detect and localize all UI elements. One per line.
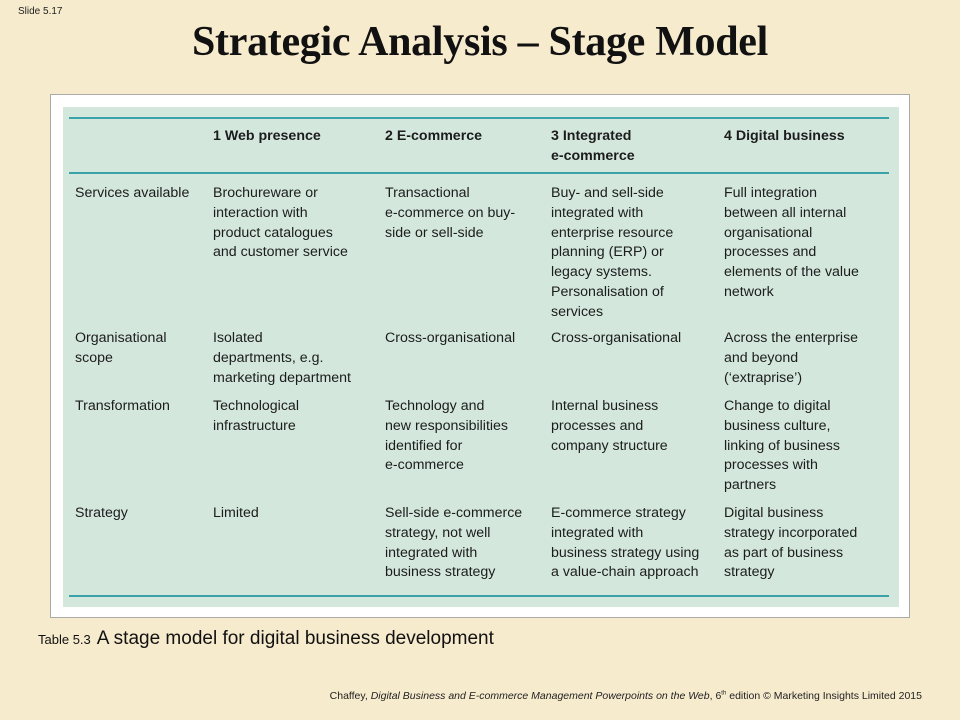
cell-scope-digital-business: Across the enterprise and beyond (‘extra… <box>724 330 859 386</box>
cell-services-web-presence: Brochureware or interaction with product… <box>213 185 348 261</box>
footer-edition-post: edition © Marketing Insights Limited 201… <box>726 690 922 702</box>
col-header-integrated-e-commerce: 3 Integrated e-commerce <box>551 128 635 164</box>
table-top-rule <box>69 117 889 119</box>
footer-edition-pre: , 6 <box>709 690 722 702</box>
footer-author: Chaffey, <box>329 690 371 702</box>
col-header-web-presence: 1 Web presence <box>213 128 321 144</box>
table-bottom-rule <box>69 595 889 597</box>
cell-strategy-web-presence: Limited <box>213 505 259 521</box>
stage-model-table: 1 Web presence 2 E-commerce 3 Integrated… <box>63 107 899 607</box>
cell-transformation-integrated: Internal business processes and company … <box>551 398 668 454</box>
caption-text: A stage model for digital business devel… <box>96 628 494 649</box>
cell-services-e-commerce: Transactional e-commerce on buy- side or… <box>385 185 516 241</box>
cell-strategy-integrated: E-commerce strategy integrated with busi… <box>551 505 700 581</box>
cell-transformation-web-presence: Technological infrastructure <box>213 398 299 434</box>
footer-edition-sup: th <box>721 690 727 697</box>
col-header-digital-business: 4 Digital business <box>724 128 845 144</box>
cell-services-digital-business: Full integration between all internal or… <box>724 185 859 300</box>
footer-book-title: Digital Business and E-commerce Manageme… <box>370 690 710 702</box>
cell-scope-integrated: Cross-organisational <box>551 330 682 346</box>
slide-title: Strategic Analysis – Stage Model <box>191 19 769 65</box>
cell-strategy-e-commerce: Sell-side e-commerce strategy, not well … <box>385 505 523 581</box>
caption-table-number: Table 5.3 <box>38 632 91 647</box>
cell-strategy-digital-business: Digital business strategy incorporated a… <box>724 505 858 581</box>
row-label-organisational-scope: Organisational scope <box>75 330 167 366</box>
table-caption: Table 5.3 A stage model for digital busin… <box>38 628 494 650</box>
row-label-strategy: Strategy <box>75 505 128 521</box>
col-header-e-commerce: 2 E-commerce <box>385 128 482 144</box>
row-label-transformation: Transformation <box>75 398 170 414</box>
cell-services-integrated: Buy- and sell-side integrated with enter… <box>551 185 674 320</box>
cell-transformation-digital-business: Change to digital business culture, link… <box>724 398 840 494</box>
cell-transformation-e-commerce: Technology and new responsibilities iden… <box>385 398 509 474</box>
slide-number: Slide 5.17 <box>18 6 63 17</box>
cell-scope-web-presence: Isolated departments, e.g. marketing dep… <box>213 330 352 386</box>
cell-scope-e-commerce: Cross-organisational <box>385 330 516 346</box>
table-header-rule <box>69 172 889 174</box>
table-frame: 1 Web presence 2 E-commerce 3 Integrated… <box>50 94 910 618</box>
row-label-services-available: Services available <box>75 185 190 201</box>
copyright-footer: Chaffey, Digital Business and E-commerce… <box>330 690 922 702</box>
